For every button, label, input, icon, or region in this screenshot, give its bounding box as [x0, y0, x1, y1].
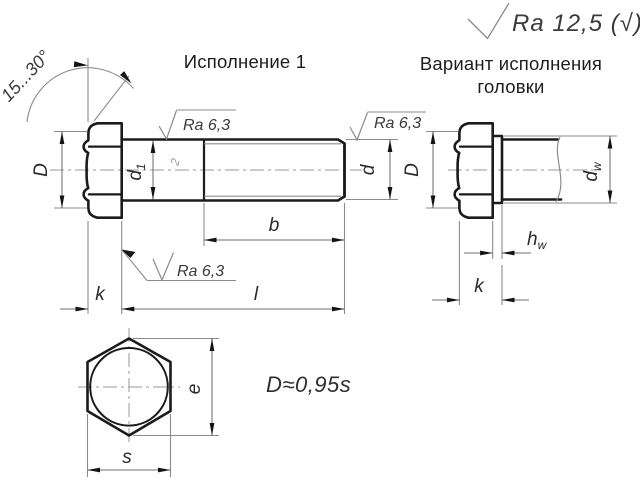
roughness-bearing-label: Ra 6,3: [177, 263, 224, 280]
roughness-thread-label: Ra 6,3: [374, 115, 421, 132]
dim-label-k-variant: k: [474, 276, 485, 297]
dim-label-hw-sub: w: [538, 238, 548, 252]
hex-s-dimension: s: [86, 414, 172, 477]
break-line: [555, 136, 562, 203]
hexagon-outline: [86, 337, 172, 437]
roughness-bearing: Ra 6,3: [121, 249, 236, 282]
angle-note-label: 15...30°: [0, 46, 54, 105]
dim-label-D-variant: D: [402, 163, 423, 177]
hex-top-view: e s: [78, 328, 219, 477]
dim-label-d1-base: d: [125, 169, 146, 181]
dim-label-e: e: [184, 384, 205, 395]
main-d-dimension: d: [346, 138, 398, 201]
dim-label-dw-sub: w: [590, 161, 604, 171]
variant-D-dimension: D: [402, 130, 458, 209]
roughness-shank: Ra 6,3: [158, 109, 236, 141]
dim-label-s: s: [122, 447, 132, 468]
formula-label: D≈0,95s: [266, 372, 351, 397]
general-roughness-label: Ra 12,5 (√): [512, 10, 640, 37]
roughness-shank-label: Ra 6,3: [183, 117, 230, 134]
head-chamfer-angle-dimension: 15...30°: [0, 46, 134, 123]
general-roughness-symbol: Ra 12,5 (√): [467, 2, 640, 40]
variant-view-title-line2: головки: [477, 76, 544, 97]
main-l-k-dimensions: k l: [60, 221, 345, 314]
dim-label-b: b: [269, 215, 280, 236]
main-view-title: Исполнение 1: [184, 51, 306, 72]
dim-label-D-main: D: [31, 163, 52, 177]
main-d1-dimension: d1: [125, 140, 156, 200]
dim-label-d1-sub: 1: [134, 163, 148, 170]
main-bolt-shank: [120, 138, 346, 202]
chamfer-circle: [89, 347, 169, 427]
washer-face: [491, 134, 504, 205]
dim-label-hw: hw: [527, 229, 548, 252]
dim-label-d1: d1: [125, 163, 148, 180]
dim-label-dw-base: d: [581, 170, 602, 182]
variant-shank: [500, 136, 563, 203]
variant-dw-dimension: dw: [504, 135, 617, 204]
dim-label-dw: dw: [581, 161, 604, 182]
chamfer-mark: 2: [167, 157, 183, 168]
dim-label-d: d: [358, 163, 379, 175]
main-b-dimension: b: [203, 203, 346, 314]
variant-view-title-line1: Вариант исполнения: [420, 53, 602, 74]
main-bolt-view: 2 15...30° D d1 d: [0, 46, 426, 314]
roughness-thread: Ra 6,3: [349, 111, 426, 142]
hex-e-dimension: e: [133, 337, 219, 437]
main-D-dimension: D: [31, 130, 87, 209]
dim-label-l: l: [254, 284, 259, 305]
variant-k-dimension: k: [432, 221, 529, 305]
dim-label-hw-base: h: [527, 229, 538, 250]
dim-label-k-main: k: [95, 284, 106, 305]
variant-hw-dimension: hw: [464, 205, 548, 259]
variant-head-view: D dw hw k: [402, 122, 617, 305]
